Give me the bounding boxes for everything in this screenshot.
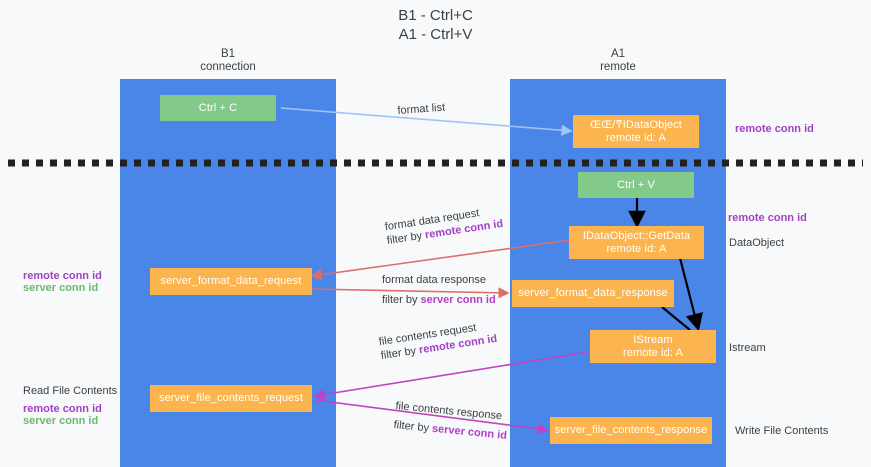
column-header-b1: B1 connection — [120, 48, 336, 74]
annotation-left-remote-conn-id-1-text: remote conn id — [23, 270, 102, 282]
annotation-left-server-conn-id-2: server conn id — [23, 414, 98, 428]
edge-label-file-contents-response-filter-key: server conn id — [431, 422, 508, 442]
node-ctrl-c[interactable]: Ctrl + C — [160, 95, 276, 121]
edge-label-format-list-text: format list — [397, 101, 446, 118]
node-ctrl-v[interactable]: Ctrl + V — [578, 172, 694, 198]
annotation-read-file-contents-text: Read File Contents — [23, 385, 118, 397]
node-server-file-contents-response-label: server_file_contents_response — [554, 424, 708, 436]
node-istream[interactable]: IStream remote id: A — [590, 330, 716, 363]
node-idataobject-getdata[interactable]: IDataObject::GetData remote id: A — [569, 226, 704, 259]
annotation-left-server-conn-id-2-text: server conn id — [23, 415, 99, 427]
column-header-a1-sub: remote — [600, 61, 636, 73]
annotation-dataobject: DataObject — [729, 236, 784, 250]
node-server-format-data-request-label: server_format_data_request — [160, 275, 302, 287]
annotation-istream: Istream — [729, 341, 766, 355]
node-server-file-contents-request[interactable]: server_file_contents_request — [150, 385, 312, 412]
node-istream-line1: IStream — [633, 333, 673, 346]
node-server-file-contents-response[interactable]: server_file_contents_response — [550, 417, 712, 444]
edge-label-file-contents-request: file contents request filter by remote c… — [378, 318, 498, 363]
annotation-remote-conn-id-mid: remote conn id — [728, 211, 807, 225]
column-header-a1: A1 remote — [510, 48, 726, 74]
annotation-read-file-contents: Read File Contents — [23, 384, 117, 398]
annotation-write-file-contents-text: Write File Contents — [735, 425, 829, 437]
edge-label-file-contents-response-filter-prefix: filter by — [393, 419, 433, 435]
title-line-2: A1 - Ctrl+V — [398, 26, 473, 43]
column-header-b1-sub: connection — [200, 61, 256, 73]
annotation-left-server-conn-id-1-text: server conn id — [23, 282, 99, 294]
node-ole-idataobject-line2: remote id: A — [606, 131, 666, 144]
node-ole-idataobject[interactable]: ŒŒ/ͳIDataObject remote id: A — [573, 115, 699, 148]
column-header-a1-name: A1 — [610, 48, 626, 60]
annotation-write-file-contents: Write File Contents — [735, 424, 828, 438]
annotation-left-remote-conn-id-2-text: remote conn id — [23, 403, 102, 415]
diagram-title: B1 - Ctrl+C A1 - Ctrl+V — [0, 6, 871, 44]
node-ctrl-c-label: Ctrl + C — [198, 101, 238, 114]
annotation-remote-conn-id-top-text: remote conn id — [735, 123, 814, 135]
annotation-dataobject-text: DataObject — [729, 237, 785, 249]
column-header-b1-name: B1 — [220, 48, 236, 60]
title-line-1: B1 - Ctrl+C — [398, 7, 473, 24]
edge-label-format-data-response-filter-prefix: filter by — [382, 294, 421, 306]
node-idataobject-getdata-line2: remote id: A — [606, 242, 667, 255]
edge-label-format-data-response-filter-key: server conn id — [420, 294, 496, 306]
edge-label-format-data-response: format data response filter by server co… — [382, 273, 496, 307]
node-server-format-data-request[interactable]: server_format_data_request — [150, 268, 312, 295]
node-idataobject-getdata-line1: IDataObject::GetData — [582, 229, 691, 242]
edge-label-file-contents-response: file contents response filter by server … — [393, 399, 509, 443]
edge-label-format-list: format list — [397, 101, 446, 118]
node-server-format-data-response-label: server_format_data_response — [518, 287, 668, 299]
annotation-istream-text: Istream — [729, 342, 766, 354]
annotation-left-remote-conn-id-2: remote conn id — [23, 402, 102, 416]
node-server-format-data-response[interactable]: server_format_data_response — [512, 280, 674, 307]
node-ole-idataobject-line1: ŒŒ/ͳIDataObject — [590, 118, 682, 131]
annotation-left-remote-conn-id-1: remote conn id — [23, 269, 102, 283]
node-server-file-contents-request-label: server_file_contents_request — [158, 392, 304, 404]
node-ctrl-v-label: Ctrl + V — [617, 178, 655, 191]
node-istream-line2: remote id: A — [623, 346, 683, 359]
annotation-remote-conn-id-top: remote conn id — [735, 122, 814, 136]
annotation-left-server-conn-id-1: server conn id — [23, 281, 98, 295]
annotation-remote-conn-id-mid-text: remote conn id — [728, 212, 807, 224]
edge-label-format-data-request: format data request filter by remote con… — [384, 203, 504, 248]
edge-label-format-data-response-text: format data response — [382, 274, 486, 286]
